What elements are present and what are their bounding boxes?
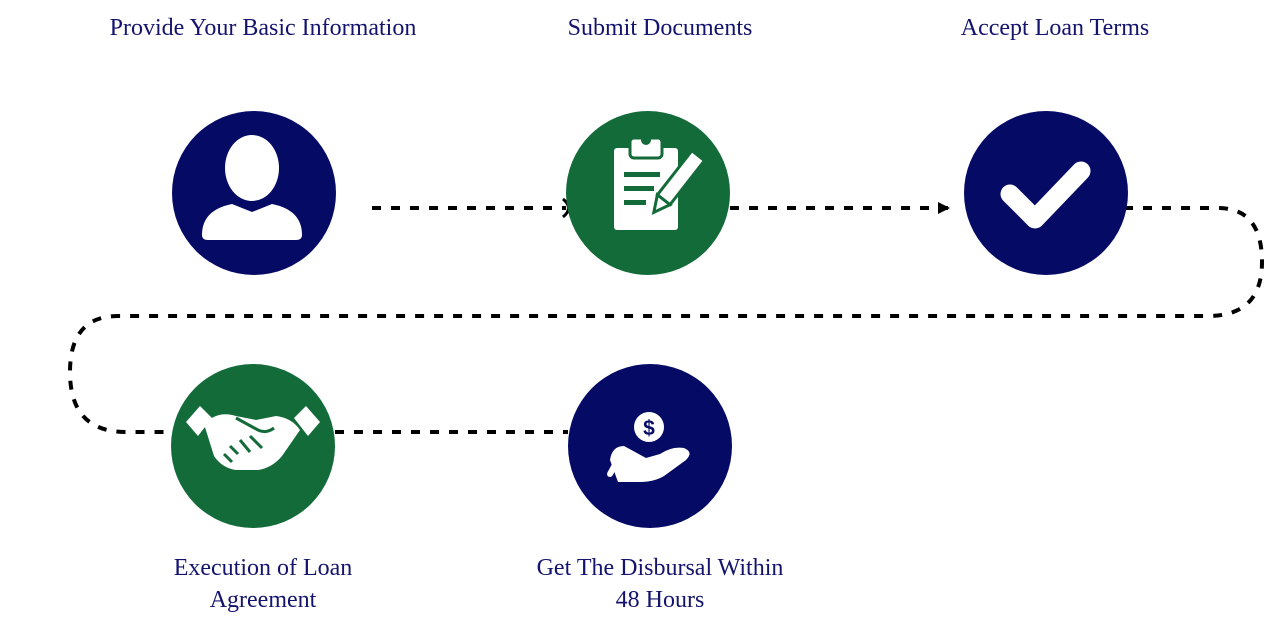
clipboard-pen-icon — [614, 135, 707, 230]
money-hand-icon: $ — [607, 412, 690, 482]
step-title-line: Execution of Loan — [173, 555, 353, 581]
step-title-line: Get The Disbursal Within — [536, 555, 784, 581]
svg-text:$: $ — [643, 417, 655, 440]
step-disbursal: $ — [568, 364, 732, 528]
step-circle — [568, 364, 732, 528]
connectors — [67, 202, 1265, 434]
step-title-accept-terms: Accept Loan Terms — [960, 15, 1150, 41]
step-title-provide-info: Provide Your Basic Information — [109, 15, 417, 41]
step-title-execution: Execution of Loan Agreement — [143, 552, 383, 616]
step-title-submit-documents: Submit Documents — [567, 15, 753, 41]
step-submit-documents — [566, 111, 730, 275]
checkmark-icon — [1000, 161, 1091, 229]
step-provide-info — [172, 111, 336, 275]
step-circle — [964, 111, 1128, 275]
step-accept-terms — [964, 111, 1128, 275]
step-title-line: Agreement — [209, 587, 317, 613]
step-execution — [171, 364, 335, 528]
step-title-line: 48 Hours — [615, 587, 705, 613]
connector-step3-to-step4 — [67, 206, 1265, 434]
step-title-disbursal: Get The Disbursal Within 48 Hours — [500, 552, 820, 616]
handshake-icon — [186, 406, 320, 470]
user-icon — [202, 135, 302, 240]
